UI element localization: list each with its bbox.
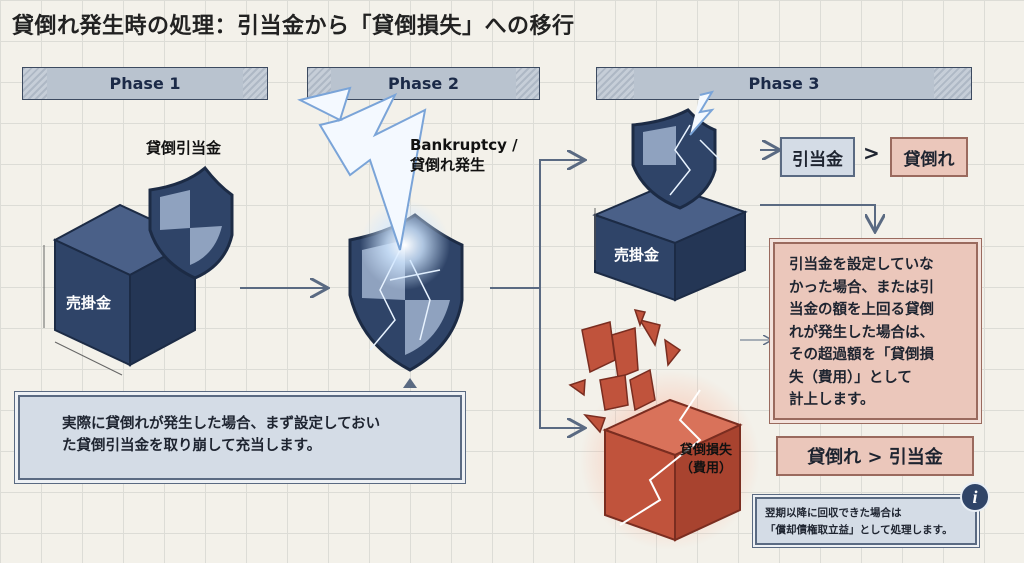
receivable-label-phase3: 売掛金 <box>614 246 660 264</box>
explanation-line: 当金の額を上回る貸倒 <box>789 302 934 318</box>
bad-debt-exceeds-badge: 貸倒れ > 引当金 <box>776 436 974 476</box>
note-line-1: 翌期以降に回収できた場合は <box>765 507 902 519</box>
excess-explanation-box: 引当金を設定していな かった場合、または引 当金の額を上回る貸倒 れが発生した場… <box>773 242 978 420</box>
recovery-note: 翌期以降に回収できた場合は 「償却債権取立益」として処理します。 <box>755 497 977 545</box>
receivable-cube-icon-phase3 <box>592 183 748 302</box>
allowance-label: 貸倒引当金 <box>146 139 222 157</box>
branch-arrows <box>490 150 875 428</box>
lightning-icon <box>297 86 427 251</box>
explanation-line: 失（費用）」として <box>789 369 912 386</box>
loss-label-line-1: 貸倒損失 <box>680 443 733 458</box>
bad-debt-loss-cube-icon <box>602 389 743 542</box>
explanation-line: かった場合、または引 <box>789 279 934 296</box>
phase-1-header: Phase 1 <box>22 67 268 100</box>
explanation-line: れが発生した場合は、 <box>789 324 934 341</box>
receivable-label: 売掛金 <box>66 294 112 312</box>
page-title: 貸倒れ発生時の処理：引当金から「貸倒損失」への移行 <box>12 14 575 39</box>
explanation-line: 計上します。 <box>789 392 875 408</box>
debris-icon <box>568 309 682 434</box>
phase-1-label: Phase 1 <box>47 68 243 99</box>
explanation-line: その超過額を「貸倒損 <box>789 347 934 363</box>
caption-line-1: 実際に貸倒れが発生した場合、まず設定しておい <box>62 416 381 432</box>
cracked-shield-icon <box>631 90 721 210</box>
bad-debt-loss-label: 貸倒損失 （費用） <box>680 442 732 478</box>
allowance-badge: 引当金 <box>780 137 855 177</box>
greater-than-symbol: > <box>863 141 880 165</box>
allowance-shield-icon <box>148 165 234 280</box>
caption-line-2: た貸倒引当金を取り崩して充当します。 <box>62 438 322 454</box>
bankruptcy-label-ja: 貸倒れ発生 <box>410 156 486 174</box>
bankruptcy-label-en: Bankruptcy / <box>410 136 518 154</box>
explanation-line: 引当金を設定していな <box>789 257 934 273</box>
note-line-2: 「償却債権取立益」として処理します。 <box>765 524 953 536</box>
receivable-cube-icon <box>43 203 198 376</box>
phase2-caption: 実際に貸倒れが発生した場合、まず設定しておい た貸倒引当金を取り崩して充当します… <box>18 395 462 480</box>
bad-debt-badge: 貸倒れ <box>890 137 968 177</box>
bankruptcy-label: Bankruptcy / 貸倒れ発生 <box>410 135 518 175</box>
loss-label-line-2: （費用） <box>680 461 733 476</box>
phase-3-label: Phase 3 <box>634 68 934 99</box>
info-icon[interactable]: i <box>960 482 990 512</box>
phase-3-header: Phase 3 <box>596 67 972 100</box>
phase-2-label: Phase 2 <box>331 68 516 99</box>
